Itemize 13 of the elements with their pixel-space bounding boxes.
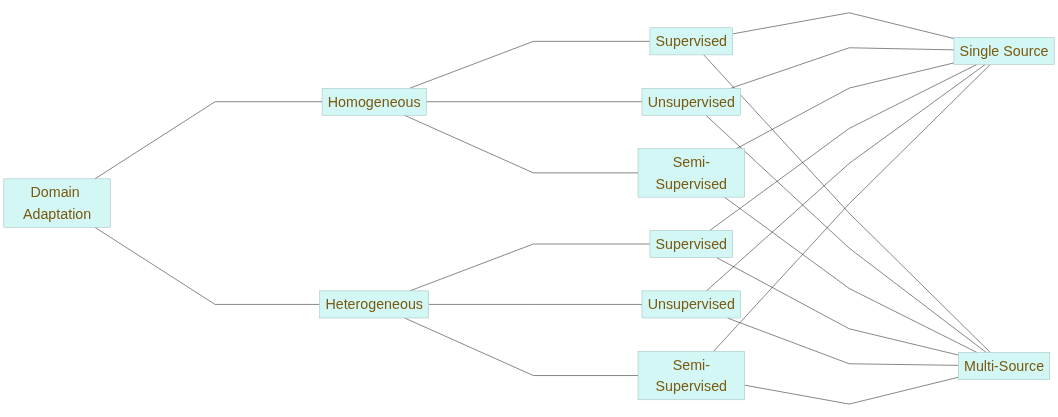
node-box: Homogeneous: [321, 88, 427, 116]
node-box: Single Source: [953, 37, 1055, 65]
connector: [724, 196, 978, 353]
node-box: Unsupervised: [641, 88, 741, 116]
node-box: Domain Adaptation: [3, 178, 111, 228]
node-box: Multi-Source: [958, 352, 1051, 380]
node-box: Semi-Supervised: [637, 148, 745, 198]
connector: [709, 64, 978, 231]
node-box: Unsupervised: [641, 290, 741, 319]
node-box: Supervised: [649, 230, 733, 258]
node-box: Heterogeneous: [319, 290, 429, 319]
node-box: Supervised: [649, 27, 733, 56]
node-box: Semi-Supervised: [637, 351, 745, 401]
